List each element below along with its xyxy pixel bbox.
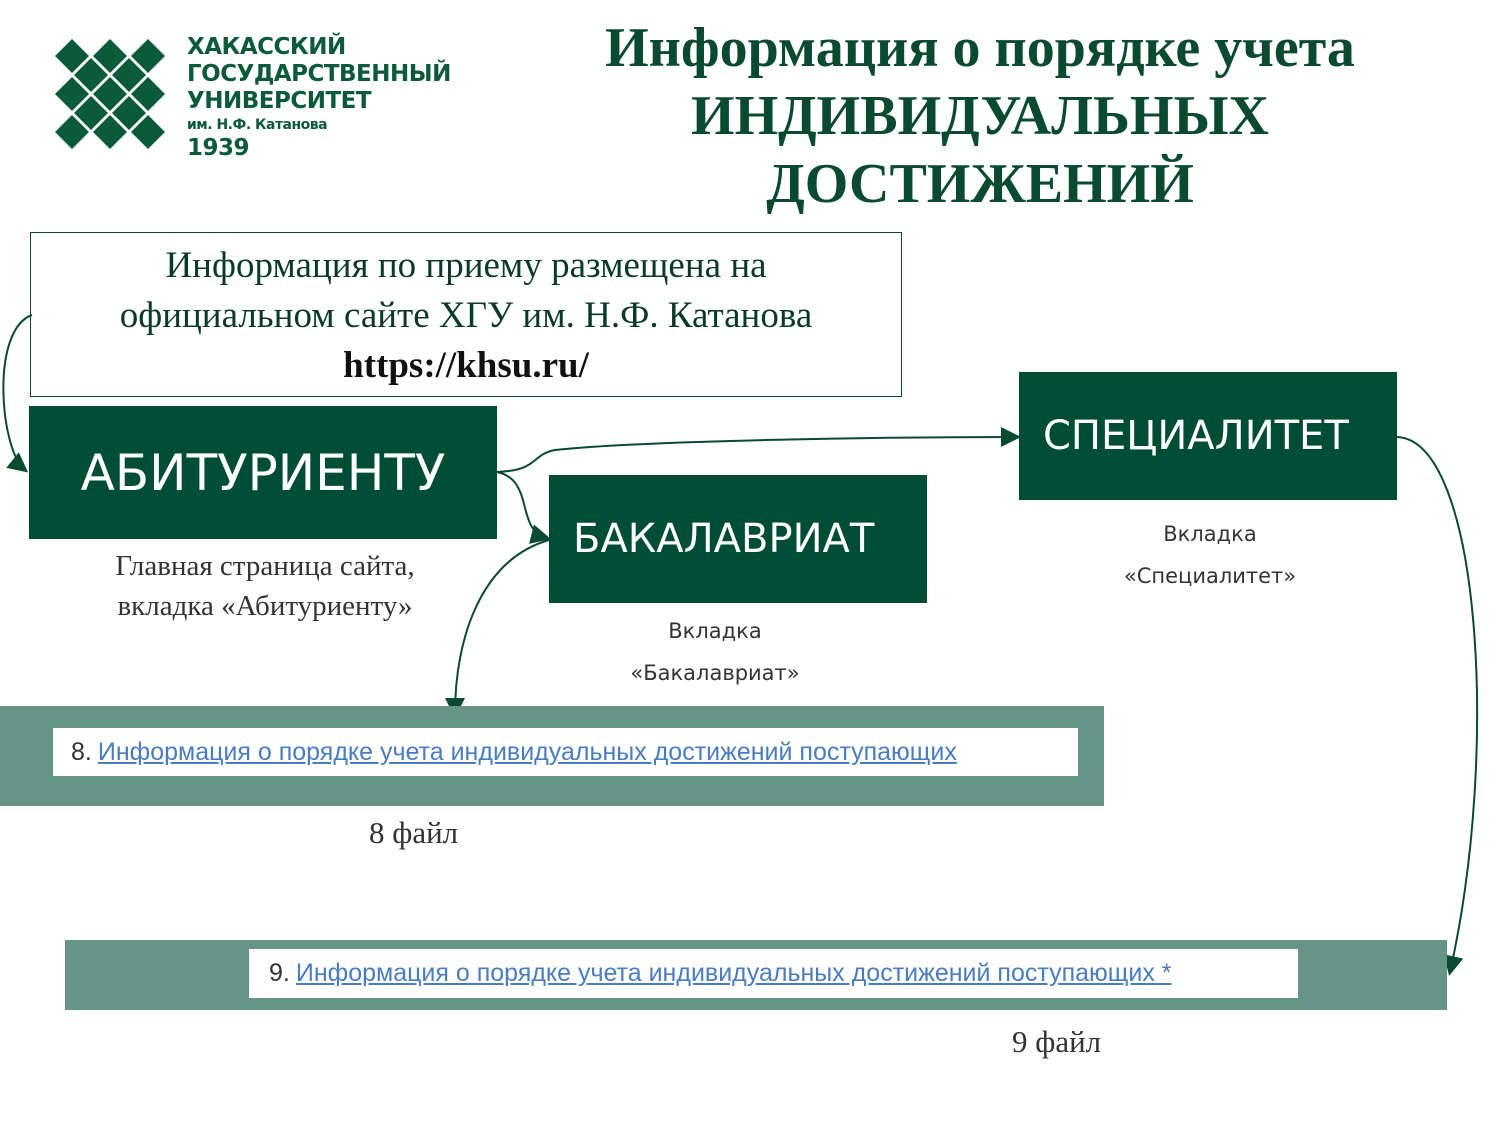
logo-diamond: [131, 77, 165, 111]
title-line: Информация о порядке учета: [605, 17, 1355, 79]
logo-diamond: [112, 96, 146, 130]
file8-link[interactable]: Информация о порядке учета индивидуальны…: [97, 737, 957, 766]
logo-diamond: [55, 77, 89, 111]
arrow-to-file8: [445, 539, 550, 718]
logo-diamond: [55, 39, 89, 73]
logo-diamond: [131, 115, 165, 149]
logo-diamond: [55, 115, 89, 149]
arrow-info-to-abiturientu: [2, 314, 33, 473]
logo-diamond: [93, 115, 127, 149]
bakalavriat-caption: Вкладка «Бакалавриат»: [560, 610, 870, 694]
caption-line: «Специалитет»: [1123, 564, 1297, 588]
title-line: ДОСТИЖЕНИЙ: [766, 153, 1194, 215]
logo-line: ХАКАССКИЙ: [187, 34, 346, 60]
logo-diamond: [112, 58, 146, 92]
file8-label: 8 файл: [369, 815, 459, 850]
logo-diamond: [93, 39, 127, 73]
caption-line: Главная страница сайта,: [115, 550, 415, 582]
logo-text: ХАКАССКИЙ ГОСУДАРСТВЕННЫЙ УНИВЕРСИТЕТ им…: [187, 34, 451, 162]
box-label: СПЕЦИАЛИТЕТ: [1043, 413, 1349, 459]
file-number: 8.: [71, 737, 92, 766]
info-line: официальном сайте ХГУ им. Н.Ф. Катанова: [119, 295, 813, 336]
title-line: ИНДИВИДУАЛЬНЫХ: [691, 85, 1269, 147]
arrow-to-bakalavriat: [496, 471, 551, 544]
page-title: Информация о порядке учета ИНДИВИДУАЛЬНЫ…: [560, 14, 1400, 218]
caption-line: «Бакалавриат»: [630, 661, 800, 685]
specialitet-caption: Вкладка «Специалитет»: [1060, 513, 1360, 597]
site-url[interactable]: https://khsu.ru/: [343, 345, 589, 386]
file9-link-row: 9. Информация о порядке учета индивидуал…: [249, 949, 1298, 998]
logo-diamond: [93, 77, 127, 111]
caption-line: Вкладка: [668, 619, 762, 643]
logo-diamond: [74, 58, 108, 92]
info-box: Информация по приему размещена на официа…: [30, 232, 902, 397]
bakalavriat-box[interactable]: БАКАЛАВРИАТ: [549, 475, 927, 603]
file8-link-row: 8. Информация о порядке учета индивидуал…: [53, 728, 1078, 776]
box-label: БАКАЛАВРИАТ: [573, 516, 875, 562]
file9-label: 9 файл: [1012, 1024, 1102, 1059]
caption-line: вкладка «Абитуриенту»: [117, 590, 413, 622]
logo-line: им. Н.Ф. Катанова: [187, 117, 328, 133]
box-label: АБИТУРИЕНТУ: [80, 443, 446, 502]
info-line: Информация по приему размещена на: [165, 245, 767, 286]
file-number: 9.: [269, 959, 290, 987]
file9-link[interactable]: Информация о порядке учета индивидуальны…: [295, 959, 1172, 987]
abiturientu-box[interactable]: АБИТУРИЕНТУ: [29, 406, 497, 539]
logo-icon: [55, 39, 165, 149]
logo-line: УНИВЕРСИТЕТ: [187, 88, 372, 114]
caption-line: Вкладка: [1163, 522, 1257, 546]
arrow-to-file9: [1396, 436, 1479, 976]
arrow-to-specialitet: [496, 427, 1021, 473]
abiturientu-caption: Главная страница сайта, вкладка «Абитури…: [60, 546, 470, 626]
logo-diamond: [131, 39, 165, 73]
logo-diamond: [74, 96, 108, 130]
logo-line: ГОСУДАРСТВЕННЫЙ: [187, 61, 451, 87]
logo-line: 1939: [187, 135, 250, 161]
specialitet-box[interactable]: СПЕЦИАЛИТЕТ: [1019, 372, 1397, 500]
